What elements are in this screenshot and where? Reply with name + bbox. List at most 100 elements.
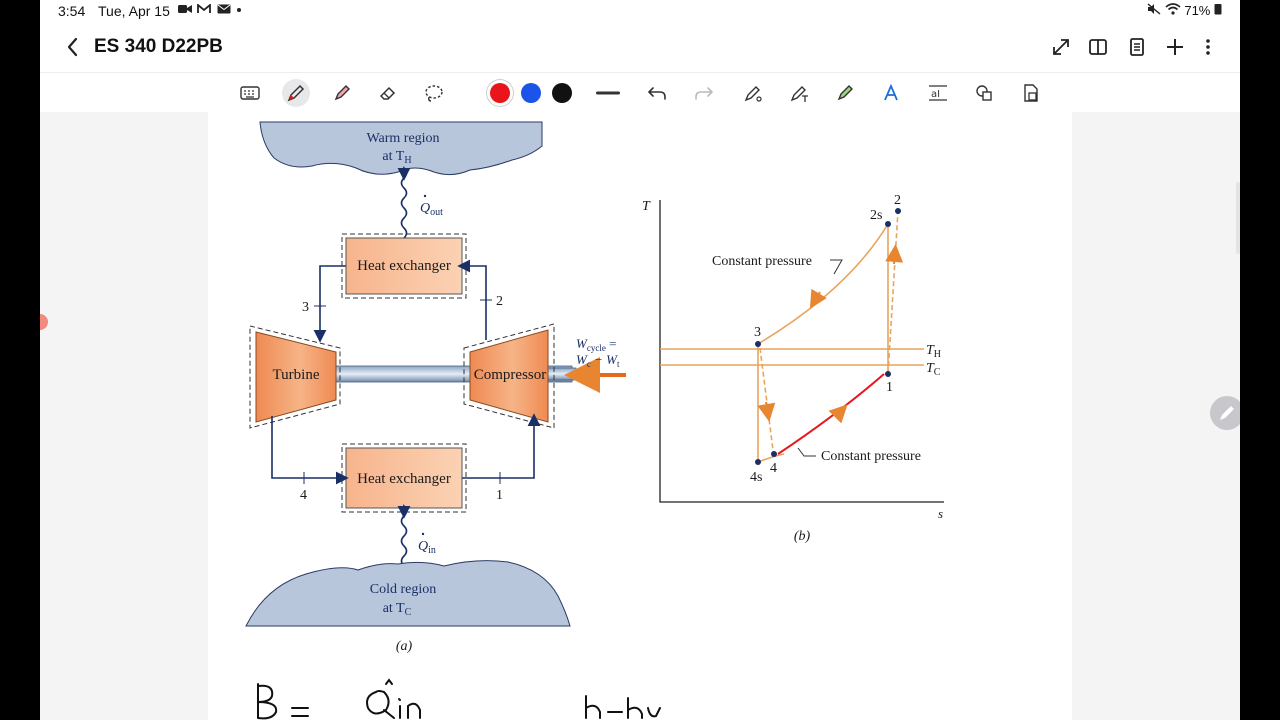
shapes-tool[interactable] (970, 79, 998, 107)
flow-line-4 (271, 416, 349, 485)
text-style-icon (884, 83, 898, 101)
marker-tool[interactable] (831, 79, 859, 107)
status-date: Tue, Apr 15 (98, 3, 170, 19)
point-1 (885, 371, 891, 377)
point-2s-label: 2s (870, 208, 882, 223)
highlighter-icon (334, 85, 350, 101)
state-4-label: 4 (300, 488, 307, 503)
back-button[interactable] (62, 34, 84, 60)
heat-exchanger-top (345, 237, 463, 295)
marker-icon (837, 85, 853, 101)
point-4s (755, 459, 761, 465)
text-style-tool[interactable] (877, 79, 905, 107)
q-in-label: Qin (418, 539, 436, 556)
eraser-tool[interactable] (374, 79, 402, 107)
heat-exchanger-top-label: Heat exchanger (357, 258, 451, 274)
w-cycle-label: Wcycle = (576, 336, 616, 353)
text-pen-tool[interactable] (785, 79, 813, 107)
shaft-end (547, 367, 577, 381)
battery-icon (1214, 4, 1222, 15)
shape-pen-tool[interactable] (739, 79, 767, 107)
point-1-label: 1 (886, 380, 893, 395)
warm-region-temp: at TH (382, 149, 411, 166)
mute-icon (1147, 3, 1161, 15)
stroke-width-icon (596, 91, 620, 95)
point-2 (895, 208, 901, 214)
lasso-icon (425, 85, 443, 102)
point-4 (771, 451, 777, 457)
more-options-button[interactable] (1195, 34, 1221, 60)
split-view-button[interactable] (1085, 34, 1111, 60)
keyboard-tool[interactable] (236, 79, 264, 107)
redo-button[interactable] (690, 79, 718, 107)
keyboard-icon (240, 86, 260, 100)
flow-line-1 (462, 413, 541, 479)
q-out-heat-transfer (397, 166, 411, 249)
cold-region-temp: at TC (383, 601, 412, 618)
dot-icon (237, 8, 242, 12)
heat-exchanger-bottom-label: Heat exchanger (357, 471, 451, 487)
constant-pressure-top-label: Constant pressure (712, 254, 812, 269)
state-2-label: 2 (496, 294, 503, 309)
actual-expansion-line (759, 347, 775, 459)
document-pages-button[interactable] (1124, 34, 1150, 60)
turbine (255, 331, 337, 423)
brayton-cycle-figure: Warm region at TH Qout Heat exchanger He… (245, 121, 944, 720)
point-4-label: 4 (770, 461, 777, 476)
constant-pressure-bottom-label: Constant pressure (821, 449, 921, 464)
image-insert-tool[interactable] (1017, 79, 1045, 107)
undo-button[interactable] (643, 79, 671, 107)
point-4s-label: 4s (750, 470, 762, 485)
note-canvas[interactable]: Warm region at TH Qout Heat exchanger He… (40, 112, 1240, 720)
color-black-swatch[interactable] (552, 83, 572, 103)
compressor-boundary (463, 323, 555, 429)
text-box-tool[interactable]: aI (924, 79, 952, 107)
mail-icon (217, 4, 231, 14)
cold-region-hill (245, 560, 571, 627)
stroke-width-tool[interactable] (594, 79, 622, 107)
red-ink-stroke (777, 373, 885, 455)
title-bar: ES 340 D22PB (40, 26, 1240, 68)
figure-b-caption: (b) (794, 529, 811, 544)
heat-addition-arrow (828, 404, 848, 424)
compressor-label: Compressor (474, 367, 547, 383)
handwritten-equation (257, 678, 661, 720)
flow-line-2 (457, 259, 487, 340)
pen-tool[interactable] (282, 79, 310, 107)
undo-icon (647, 87, 666, 100)
ts-axes (659, 200, 944, 503)
redo-icon (695, 87, 714, 100)
s-axis-label: s (938, 506, 943, 521)
t-axis-label: T (642, 199, 651, 214)
cold-region-label: Cold region (370, 582, 437, 597)
tc-label: TC (926, 361, 941, 378)
state-3-label: 3 (302, 300, 309, 315)
point-2-label: 2 (894, 193, 901, 208)
text-box-icon: aI (929, 85, 947, 101)
eraser-icon (379, 86, 396, 100)
expand-button[interactable] (1048, 34, 1074, 60)
color-blue-swatch[interactable] (521, 83, 541, 103)
highlighter-tool[interactable] (328, 79, 356, 107)
expand-icon (1053, 39, 1069, 55)
gmail-icon (197, 3, 212, 13)
note-page[interactable]: Warm region at TH Qout Heat exchanger He… (208, 112, 1072, 720)
wifi-icon (1165, 3, 1181, 15)
constant-pressure-curve-top (757, 223, 889, 345)
svg-text:aI: aI (931, 89, 940, 100)
notification-icons (178, 3, 242, 17)
floating-pen-button[interactable] (1210, 396, 1240, 430)
q-in-dot (421, 532, 425, 536)
shape-pen-icon (744, 86, 762, 102)
scrollbar[interactable] (1236, 182, 1240, 254)
shapes-icon (976, 85, 992, 101)
side-indicator (40, 314, 48, 330)
image-insert-icon (1024, 84, 1038, 102)
add-page-button[interactable] (1162, 34, 1188, 60)
lasso-tool[interactable] (420, 79, 448, 107)
compression-arrow (885, 244, 904, 265)
drawing-toolbar: aI (40, 72, 1240, 114)
compressor (469, 329, 549, 423)
th-label: TH (926, 343, 941, 360)
color-red-swatch[interactable] (490, 83, 510, 103)
